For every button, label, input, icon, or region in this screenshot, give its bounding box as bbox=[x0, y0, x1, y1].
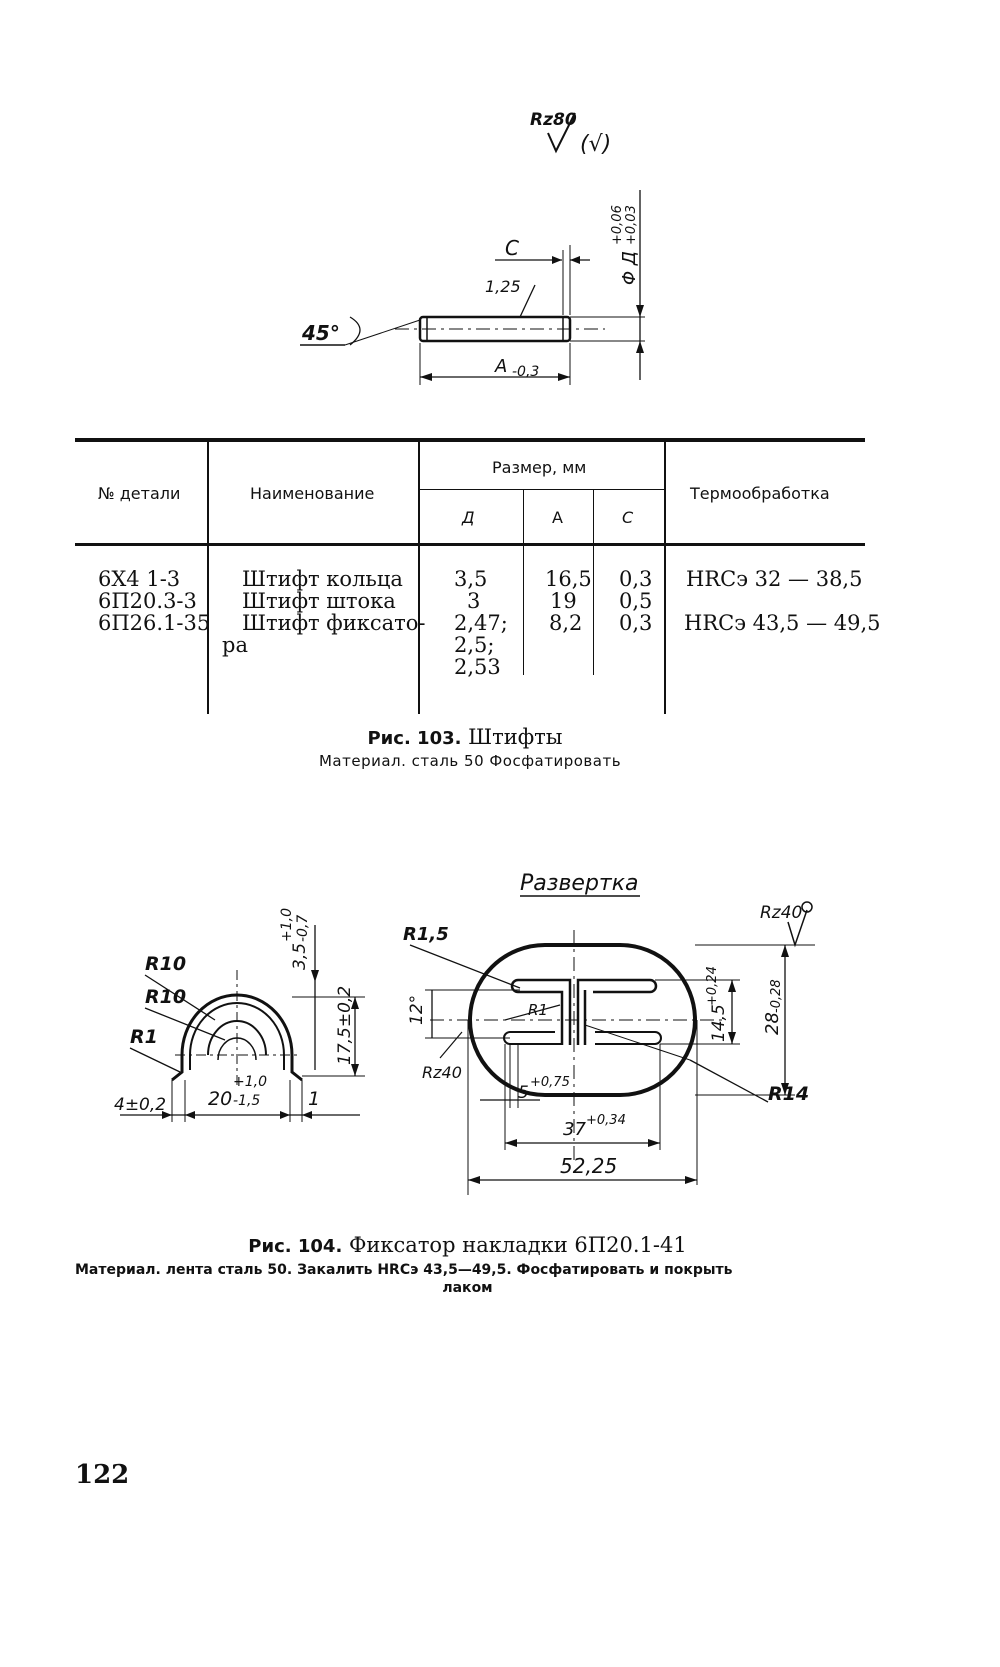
row3-d3: 2,53 bbox=[454, 655, 501, 679]
roughness-alt: (√) bbox=[580, 132, 611, 157]
right-angle: 12° bbox=[407, 995, 427, 1025]
dim-diameter-label: Φ Д bbox=[619, 251, 640, 285]
caption-103-title: Штифты bbox=[468, 725, 563, 749]
caption-103-label: Рис. 103. bbox=[367, 728, 462, 749]
left-dim-width-tol-l: -1,5 bbox=[233, 1093, 260, 1109]
row3-part-no: 6П26.1-35 bbox=[98, 611, 211, 635]
caption-104: Рис. 104. Фиксатор накладки 6П20.1-41 bbox=[0, 1233, 935, 1257]
view-title: Развертка bbox=[520, 871, 639, 896]
right-r1: R1 bbox=[528, 1001, 548, 1019]
header-heat: Термообработка bbox=[690, 484, 830, 503]
slot-upper bbox=[510, 978, 572, 1045]
right-dim-slot-w-tol: +0,75 bbox=[530, 1075, 570, 1090]
slot-lower bbox=[503, 1031, 562, 1045]
right-dim-slot-h: 14,5 bbox=[709, 1004, 729, 1042]
row2-name: Штифт штока bbox=[242, 589, 396, 613]
row1-heat: HRCэ 32 — 38,5 bbox=[686, 567, 863, 591]
row3-a: 8,2 bbox=[549, 611, 583, 635]
row3-c: 0,3 bbox=[619, 611, 653, 635]
roughness-right: Rz40 bbox=[760, 903, 802, 923]
row2-a: 19 bbox=[550, 589, 577, 613]
roughness-rz80: Rz80 bbox=[530, 110, 577, 130]
roughness-check-icon bbox=[547, 112, 576, 154]
header-size: Размер, мм bbox=[492, 458, 587, 477]
left-r10-b: R10 bbox=[145, 986, 186, 1008]
row2-d: 3 bbox=[467, 589, 481, 613]
header-d: Д bbox=[462, 508, 475, 527]
dim-angle-label: 45° bbox=[301, 321, 340, 345]
row1-c: 0,3 bbox=[619, 567, 653, 591]
header-a: А bbox=[552, 508, 563, 527]
row3-name: Штифт фиксато- bbox=[242, 611, 426, 635]
header-name: Наименование bbox=[250, 484, 375, 503]
left-dim-flange: 4±0,2 bbox=[114, 1095, 166, 1115]
dim-chamfer-label: 1,25 bbox=[485, 277, 521, 296]
left-dim-top-tol-u: +1,0 bbox=[279, 908, 295, 942]
row3-d: 2,47; bbox=[454, 611, 508, 635]
left-dim-top: 3,5 bbox=[290, 943, 310, 970]
caption-104-label: Рис. 104. bbox=[248, 1236, 343, 1257]
header-part-no: № детали bbox=[98, 484, 181, 503]
right-dim-slot-w: 5 bbox=[518, 1083, 529, 1103]
figure-104-drawing: R10 R10 R1 3,5 +1,0 -0,7 17,5±0,2 4±0,2 … bbox=[114, 871, 815, 1195]
caption-103: Рис. 103. Штифты bbox=[0, 725, 930, 749]
u-bracket-inner bbox=[189, 1002, 285, 1070]
left-r1: R1 bbox=[130, 1026, 158, 1048]
caption-104-note-2: лаком bbox=[442, 1280, 493, 1296]
page-number: 122 bbox=[75, 1460, 130, 1490]
dim-length-label: A bbox=[494, 356, 507, 377]
slot-right-lower bbox=[595, 1031, 662, 1045]
table-top-rule bbox=[75, 438, 865, 442]
left-dim-top-tol-l: -0,7 bbox=[295, 915, 311, 942]
right-r14: R14 bbox=[768, 1083, 809, 1105]
row2-part-no: 6П20.3-3 bbox=[98, 589, 197, 613]
dim-length-tol: -0,3 bbox=[512, 364, 539, 380]
caption-103-note: Материал. сталь 50 Фосфатировать bbox=[318, 752, 622, 770]
right-r15: R1,5 bbox=[403, 924, 449, 945]
left-dim-height: 17,5±0,2 bbox=[335, 986, 355, 1065]
figure-103-drawing: Rz80 (√) C 1,25 45° A -0,3 Φ Д +0,06 +0,… bbox=[300, 110, 645, 385]
row2-c: 0,5 bbox=[619, 589, 653, 613]
row3-heat: HRCэ 43,5 — 49,5 bbox=[684, 611, 881, 635]
right-dim-h: 28 bbox=[762, 1012, 783, 1035]
roughness-right-icon bbox=[787, 909, 808, 948]
caption-104-title: Фиксатор накладки 6П20.1-41 bbox=[348, 1233, 687, 1257]
right-dim-slot-h-tol: +0,24 bbox=[705, 966, 720, 1006]
right-dim-inner: 37 bbox=[563, 1119, 586, 1140]
row3-d2: 2,5; bbox=[454, 633, 495, 657]
left-r10-a: R10 bbox=[145, 953, 186, 975]
caption-104-note-1: Материал. лента сталь 50. Закалить HRCэ … bbox=[75, 1262, 733, 1278]
left-dim-width-tol-u: +1,0 bbox=[233, 1074, 267, 1090]
dim-c-label: C bbox=[505, 236, 519, 260]
row3-name-cont: ра bbox=[222, 633, 248, 657]
header-c: С bbox=[622, 508, 634, 527]
right-dim-total: 52,25 bbox=[560, 1154, 617, 1178]
row1-part-no: 6Х4 1-3 bbox=[98, 567, 181, 591]
right-dim-inner-tol: +0,34 bbox=[586, 1113, 626, 1128]
table-header-rule bbox=[75, 543, 865, 546]
left-dim-width: 20 bbox=[208, 1088, 232, 1110]
dim-diameter-tol-upper: +0,06 bbox=[610, 205, 625, 245]
row1-name: Штифт кольца bbox=[242, 567, 403, 591]
row1-d: 3,5 bbox=[454, 567, 488, 591]
right-dim-h-tol: -0,28 bbox=[769, 979, 784, 1013]
slot-right-upper bbox=[576, 978, 658, 1045]
roughness-left: Rz40 bbox=[422, 1063, 462, 1082]
left-dim-thickness: 1 bbox=[308, 1088, 320, 1110]
dim-diameter-tol-lower: +0,03 bbox=[624, 205, 639, 245]
row1-a: 16,5 bbox=[545, 567, 592, 591]
